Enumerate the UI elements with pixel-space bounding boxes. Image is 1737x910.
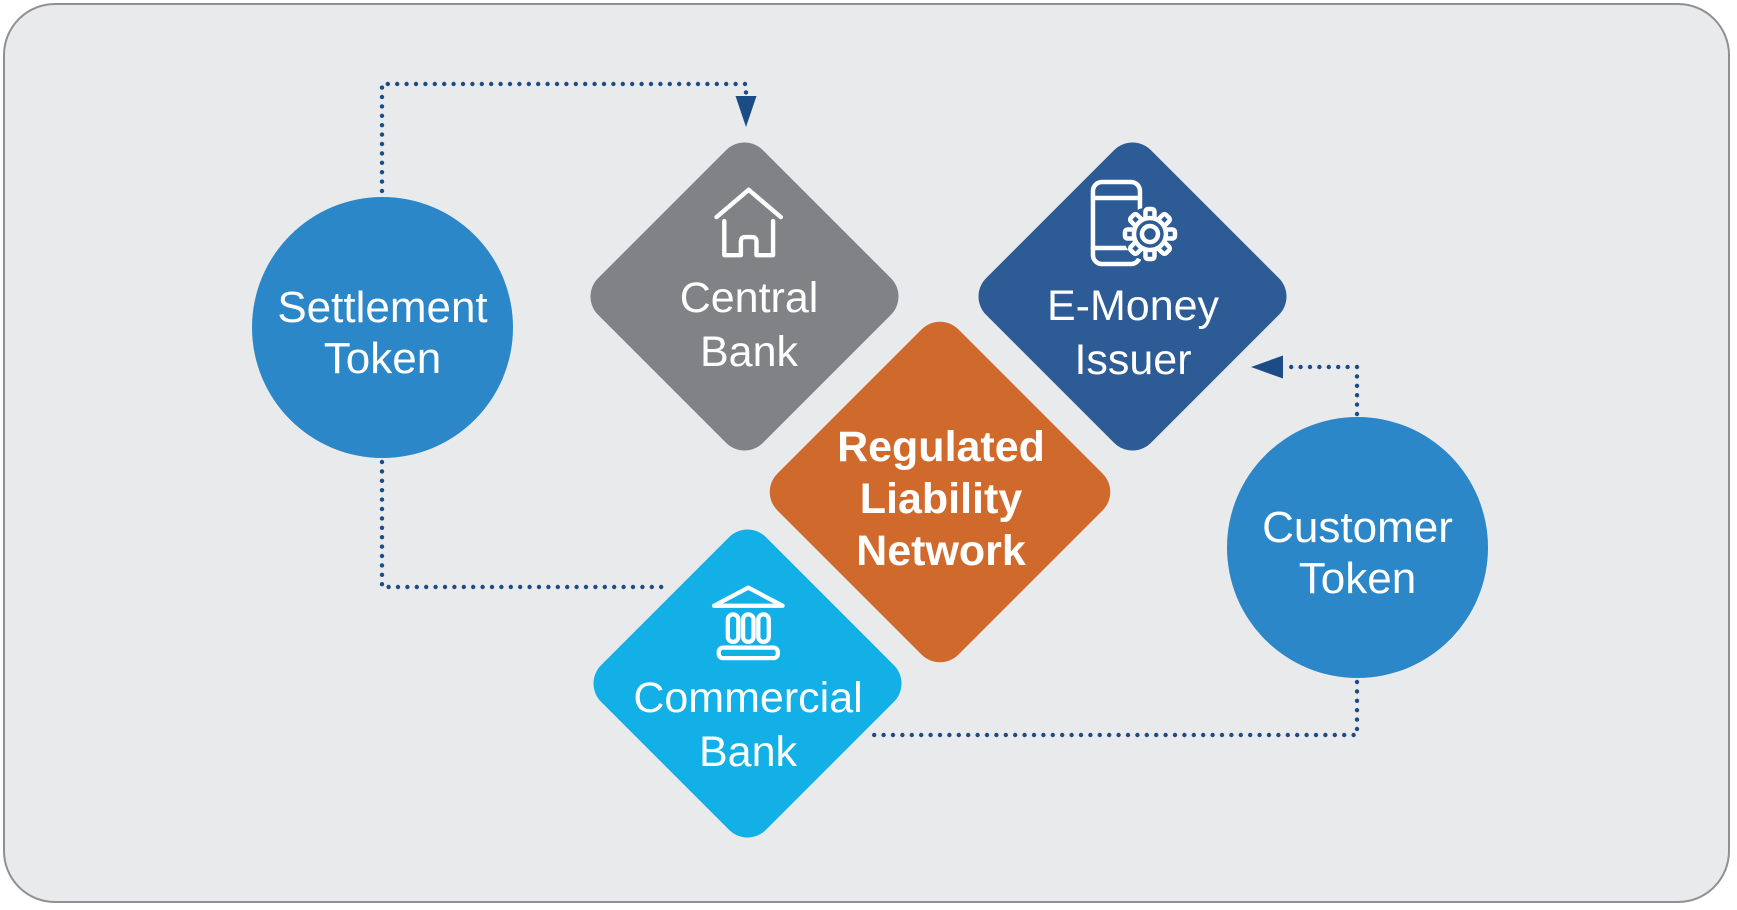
node-label-line: Bank — [699, 328, 798, 376]
node-customer-token: Customer Token — [1227, 417, 1488, 678]
arrowhead-down-icon — [735, 96, 757, 127]
node-label-line: Customer — [1262, 502, 1453, 552]
node-label-line: Token — [1298, 553, 1417, 603]
bank-building-icon — [714, 187, 784, 258]
node-settlement-token: Settlement Token — [252, 197, 513, 458]
node-label-line: Commercial — [633, 674, 863, 722]
node-label-line: Issuer — [1074, 336, 1192, 384]
node-emoney-issuer: E-Money Issuer — [1047, 177, 1219, 387]
connector-customer-to-emoney — [1285, 364, 1360, 417]
connector-settlement-to-commercial-bank — [379, 459, 671, 590]
node-label-line: E-Money — [1046, 282, 1220, 330]
bank-columns-icon — [711, 585, 785, 661]
node-label-line: Central — [679, 274, 819, 322]
node-commercial-bank: Commercial Bank — [633, 581, 863, 779]
node-label-line: Bank — [698, 728, 797, 776]
node-label-line: Token — [323, 333, 442, 383]
arrowhead-left-icon — [1251, 355, 1283, 379]
node-label-line: Settlement — [277, 282, 488, 332]
node-central-bank: Central Bank — [679, 183, 819, 379]
node-label-line: Regulated — [837, 423, 1045, 471]
smartphone-gear-icon — [1090, 179, 1178, 267]
connector-settlement-to-central-bank — [379, 81, 749, 194]
connector-customer-to-commercial-bank — [865, 679, 1360, 738]
node-label-line: Liability — [859, 475, 1023, 523]
node-label-line: Network — [856, 527, 1026, 575]
node-regulated-liability-network: Regulated Liability Network — [837, 421, 1045, 577]
